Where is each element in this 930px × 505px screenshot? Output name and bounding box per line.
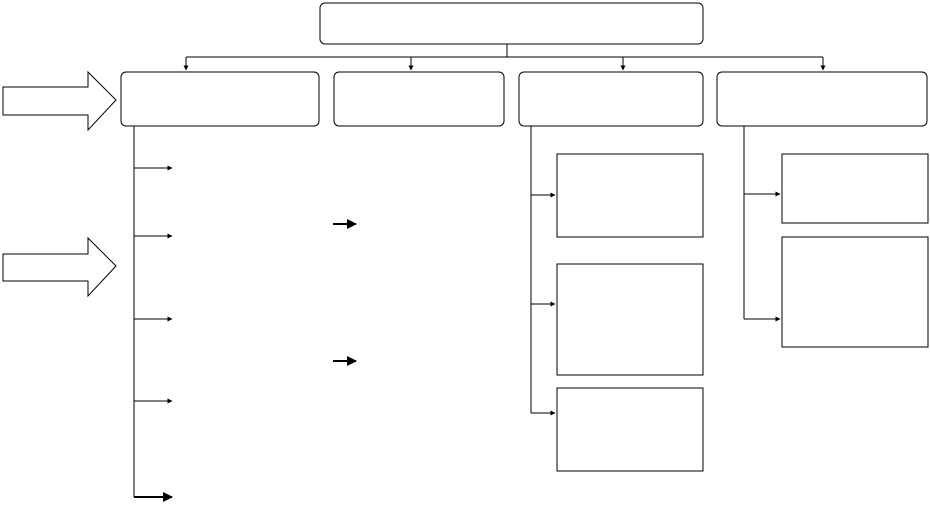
category-4-child-box-1	[781, 153, 929, 224]
root-connectors	[183, 44, 826, 71]
category-3-child-box-1	[556, 153, 704, 238]
category-box-2	[333, 71, 505, 127]
category-4-child-box-2	[781, 236, 929, 348]
category-box-4	[716, 71, 928, 127]
category-2-branch	[333, 219, 357, 366]
block-arrow-right-icon	[2, 236, 117, 298]
category-3-child-box-3	[556, 387, 704, 472]
root-box	[319, 2, 704, 45]
block-arrow-right-icon	[2, 70, 117, 132]
category-box-3	[518, 71, 704, 127]
category-3-child-box-2	[556, 263, 704, 376]
category-3-branch	[530, 126, 556, 416]
category-4-branch	[743, 126, 781, 322]
category-box-1	[120, 71, 320, 127]
category-1-branch	[133, 126, 173, 502]
